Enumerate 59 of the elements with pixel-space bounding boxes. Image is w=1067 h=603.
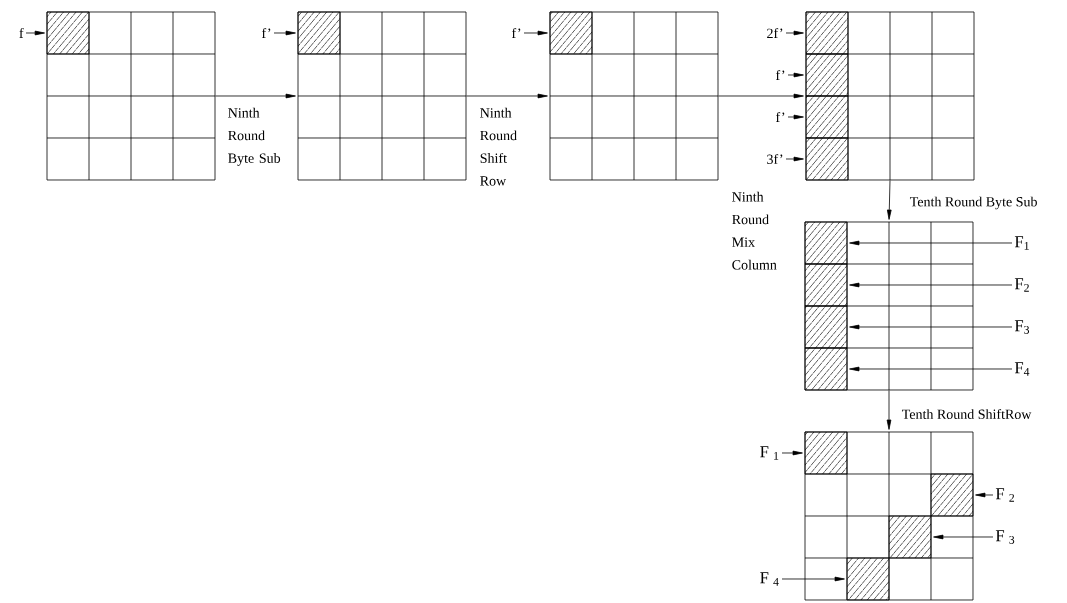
hatched-cell: [804, 263, 848, 307]
arrow: [523, 30, 548, 36]
hatched-cell: [805, 11, 849, 55]
hatched-cell: [846, 557, 890, 601]
grid: [297, 11, 467, 181]
arrow: [849, 282, 1013, 288]
hatched-cell: [805, 53, 849, 97]
input-label: F $_{2}$: [995, 488, 1014, 502]
hatched-cell: [46, 11, 90, 55]
arrow: [849, 240, 1013, 246]
arrow: [718, 93, 804, 99]
hatched-cell: [804, 347, 848, 391]
grid: [804, 431, 974, 601]
arrow: [933, 534, 994, 540]
input-label: F $_{1}$: [760, 446, 779, 460]
arrow: [466, 93, 548, 99]
arrow: [781, 450, 803, 456]
edge-label: Ninth Round Shift Row: [480, 107, 517, 186]
input-label: f’: [775, 112, 785, 122]
input-label: F$_{3}$: [1014, 320, 1030, 334]
arrow: [785, 156, 804, 162]
arrow: [849, 324, 1013, 330]
input-label: 2f’: [767, 28, 783, 38]
input-label: F $_{3}$: [995, 530, 1015, 544]
step-label: Ninth Round Mix Column: [732, 191, 777, 270]
arrow: [787, 72, 804, 78]
hatched-cell: [888, 515, 932, 559]
arrow: [781, 576, 845, 582]
arrow: [215, 93, 296, 99]
hatched-cell: [804, 305, 848, 349]
input-label: f’: [261, 28, 271, 38]
edge-label: Ninth Round Byte Sub: [228, 107, 281, 166]
arrow: [785, 30, 804, 36]
hatched-cell: [549, 11, 593, 55]
input-label: 3f’: [767, 154, 783, 164]
input-label: f: [19, 28, 24, 38]
grid: [549, 11, 719, 181]
input-label: f’: [511, 28, 521, 38]
arrow: [273, 30, 296, 36]
input-label: F$_{4}$: [1014, 362, 1030, 376]
arrow: [886, 390, 892, 430]
step-label: Tenth Round Byte Sub: [910, 196, 1037, 210]
input-label: F$_{1}$: [1014, 236, 1029, 250]
hatched-cell: [930, 473, 974, 517]
arrow: [787, 114, 804, 120]
hatched-cell: [804, 221, 848, 265]
input-label: F $_{4}$: [760, 572, 779, 586]
arrow: [25, 30, 45, 36]
hatched-cell: [297, 11, 341, 55]
hatched-cell: [805, 95, 849, 139]
arrow: [887, 180, 892, 220]
hatched-cell: [804, 431, 848, 475]
grid: [46, 11, 216, 181]
arrow: [849, 366, 1013, 372]
edge-label: Tenth Round ShiftRow: [902, 409, 1032, 419]
hatched-cell: [805, 137, 849, 181]
input-label: f’: [775, 70, 785, 80]
arrow: [975, 492, 994, 498]
input-label: F$_{2}$: [1014, 278, 1029, 292]
